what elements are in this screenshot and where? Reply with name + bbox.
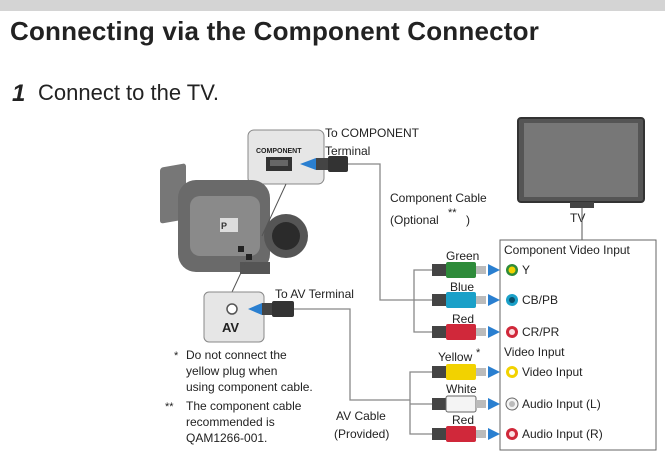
step-number: 1: [12, 80, 26, 107]
top-rule: [0, 0, 665, 11]
callout-line-component: [261, 183, 287, 237]
av-port-icon: [226, 303, 238, 315]
white-label: White: [446, 382, 477, 396]
component-cable-optional: (Optional: [390, 213, 439, 227]
component-cable-close: ): [466, 213, 470, 227]
av-plug-head: [262, 303, 272, 315]
to-component-terminal-line2: Terminal: [325, 144, 370, 158]
av-port-label: AV: [222, 320, 239, 335]
blue-label: Blue: [450, 280, 474, 294]
audio-input-r-label: Audio Input (R): [522, 427, 603, 441]
note2-line2: recommended is: [186, 415, 275, 429]
green-plug: [432, 262, 486, 278]
arrow-left-icon: [300, 158, 316, 170]
plug-arrows: [488, 264, 500, 440]
jack-y: [506, 264, 518, 276]
to-av-terminal-label: To AV Terminal: [275, 287, 354, 301]
av-port-box: [203, 291, 265, 343]
note1-line2: yellow plug when: [186, 364, 277, 378]
av-cable: [294, 308, 432, 435]
red-av-label: Red: [452, 413, 474, 427]
red-label: Red: [452, 312, 474, 326]
note2-line1: The component cable: [186, 399, 302, 413]
note1-line3: using component cable.: [186, 380, 313, 394]
camcorder-icon: P: [160, 163, 308, 274]
note1-mark: *: [174, 350, 179, 362]
av-cable-label: AV Cable: [336, 409, 386, 423]
component-cable-stars: **: [448, 207, 457, 219]
tv-icon: [517, 117, 645, 208]
yellow-plug: [432, 364, 486, 380]
yellow-label: Yellow: [438, 350, 473, 364]
red-av-plug: [432, 426, 486, 442]
jack-audio-r: [506, 428, 518, 440]
tv-label: TV: [570, 211, 585, 225]
to-component-terminal-line1: To COMPONENT: [325, 126, 420, 140]
jack-cb-pb: [506, 294, 518, 306]
jack-audio-l: [505, 397, 519, 411]
page-title: Connecting via the Component Connector: [10, 16, 540, 46]
blue-plug: [432, 292, 486, 308]
video-input-label: Video Input: [522, 365, 583, 379]
cb-pb-label: CB/PB: [522, 293, 558, 307]
av-cable-provided: (Provided): [334, 427, 389, 441]
audio-input-l-label: Audio Input (L): [522, 397, 601, 411]
arrow-left-icon: [248, 303, 262, 315]
yellow-star: *: [476, 347, 481, 359]
note2-line3: QAM1266-001.: [186, 431, 267, 445]
component-plug-body: [328, 156, 348, 172]
cr-pr-label: CR/PR: [522, 325, 560, 339]
component-plug-head: [316, 158, 328, 170]
component-port-socket: [270, 160, 288, 166]
jack-cr-pr: [506, 326, 518, 338]
tv-input-panel: [499, 239, 657, 451]
step-text: Connect to the TV.: [38, 80, 220, 105]
y-label: Y: [522, 263, 530, 277]
green-label: Green: [446, 249, 479, 263]
component-port-label: COMPONENT: [256, 148, 302, 155]
note2-mark: **: [165, 401, 174, 413]
red-plug: [432, 324, 486, 340]
av-plug-body: [272, 301, 294, 317]
callout-line-av: [231, 261, 247, 293]
component-video-input-header: Component Video Input: [504, 243, 631, 257]
component-cable-label: Component Cable: [390, 191, 487, 205]
jack-video-input: [506, 366, 518, 378]
svg-text:P: P: [221, 221, 227, 231]
note1-line1: Do not connect the: [186, 348, 287, 362]
video-input-header: Video Input: [504, 345, 565, 359]
white-plug: [432, 395, 486, 413]
component-cable: [348, 163, 432, 333]
